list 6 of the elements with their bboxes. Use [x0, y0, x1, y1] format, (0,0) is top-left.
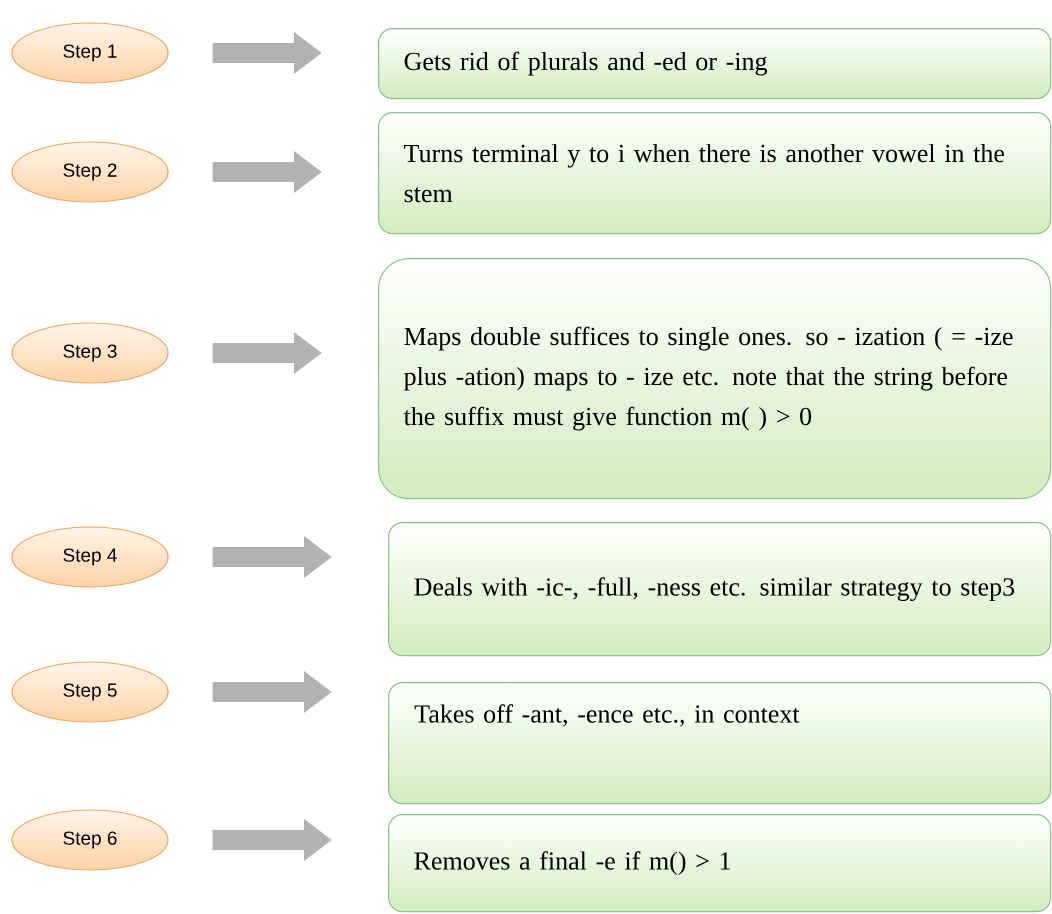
- description-box: Deals with -ic-, -full, -ness etc. similar strategy to step3: [388, 522, 1052, 657]
- description-box: Takes off -ant, -ence etc., in context: [388, 682, 1052, 805]
- description-box: Maps double suffices to single ones. so - ization ( = -ize plus -ation) maps to - ize etc. note that the string before the suffix must give function m( ) > 0: [378, 258, 1052, 500]
- description-box: Gets rid of plurals and -ed or -ing: [378, 28, 1052, 100]
- description-box: Removes a final -e if m() > 1: [388, 814, 1052, 913]
- description-box: Turns terminal y to i when there is another vowel in the stem: [378, 112, 1052, 235]
